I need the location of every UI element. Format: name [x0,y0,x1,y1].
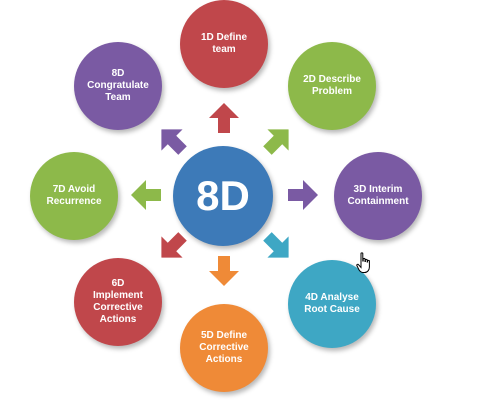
step-7d-circle: 7D Avoid Recurrence [30,152,118,240]
arrow-up-left-icon [151,119,193,161]
hand-pointer-icon [356,252,372,274]
step-2d-circle: 2D Describe Problem [288,42,376,130]
step-5d-label: 5D Define Corrective Actions [199,330,249,365]
arrow-down-right-icon [257,226,299,268]
arrow-up-right-icon [257,119,299,161]
step-6d-label: 6D Implement Corrective Actions [92,278,143,325]
step-8d-label: 8D Congratulate Team [87,68,149,103]
arrow-left-icon [131,180,161,210]
step-3d-circle: 3D Interim Containment [334,152,422,240]
arrow-up-icon [209,103,239,133]
center-label: 8D [196,172,250,219]
arrow-right-icon [288,180,318,210]
step-8d-circle: 8D Congratulate Team [74,42,162,130]
step-4d-circle: 4D Analyse Root Cause [288,260,376,348]
step-6d-circle: 6D Implement Corrective Actions [74,258,162,346]
arrow-down-left-icon [151,226,193,268]
step-3d-label: 3D Interim Containment [347,184,409,207]
arrow-down-icon [209,256,239,286]
step-2d-label: 2D Describe Problem [303,74,361,97]
step-7d-label: 7D Avoid Recurrence [46,184,102,207]
step-4d-label: 4D Analyse Root Cause [304,292,360,315]
center-8d-circle: 8D [173,146,273,246]
step-5d-circle: 5D Define Corrective Actions [180,304,268,392]
step-1d-label: 1D Define team [200,32,248,55]
step-1d-circle: 1D Define team [180,0,268,88]
